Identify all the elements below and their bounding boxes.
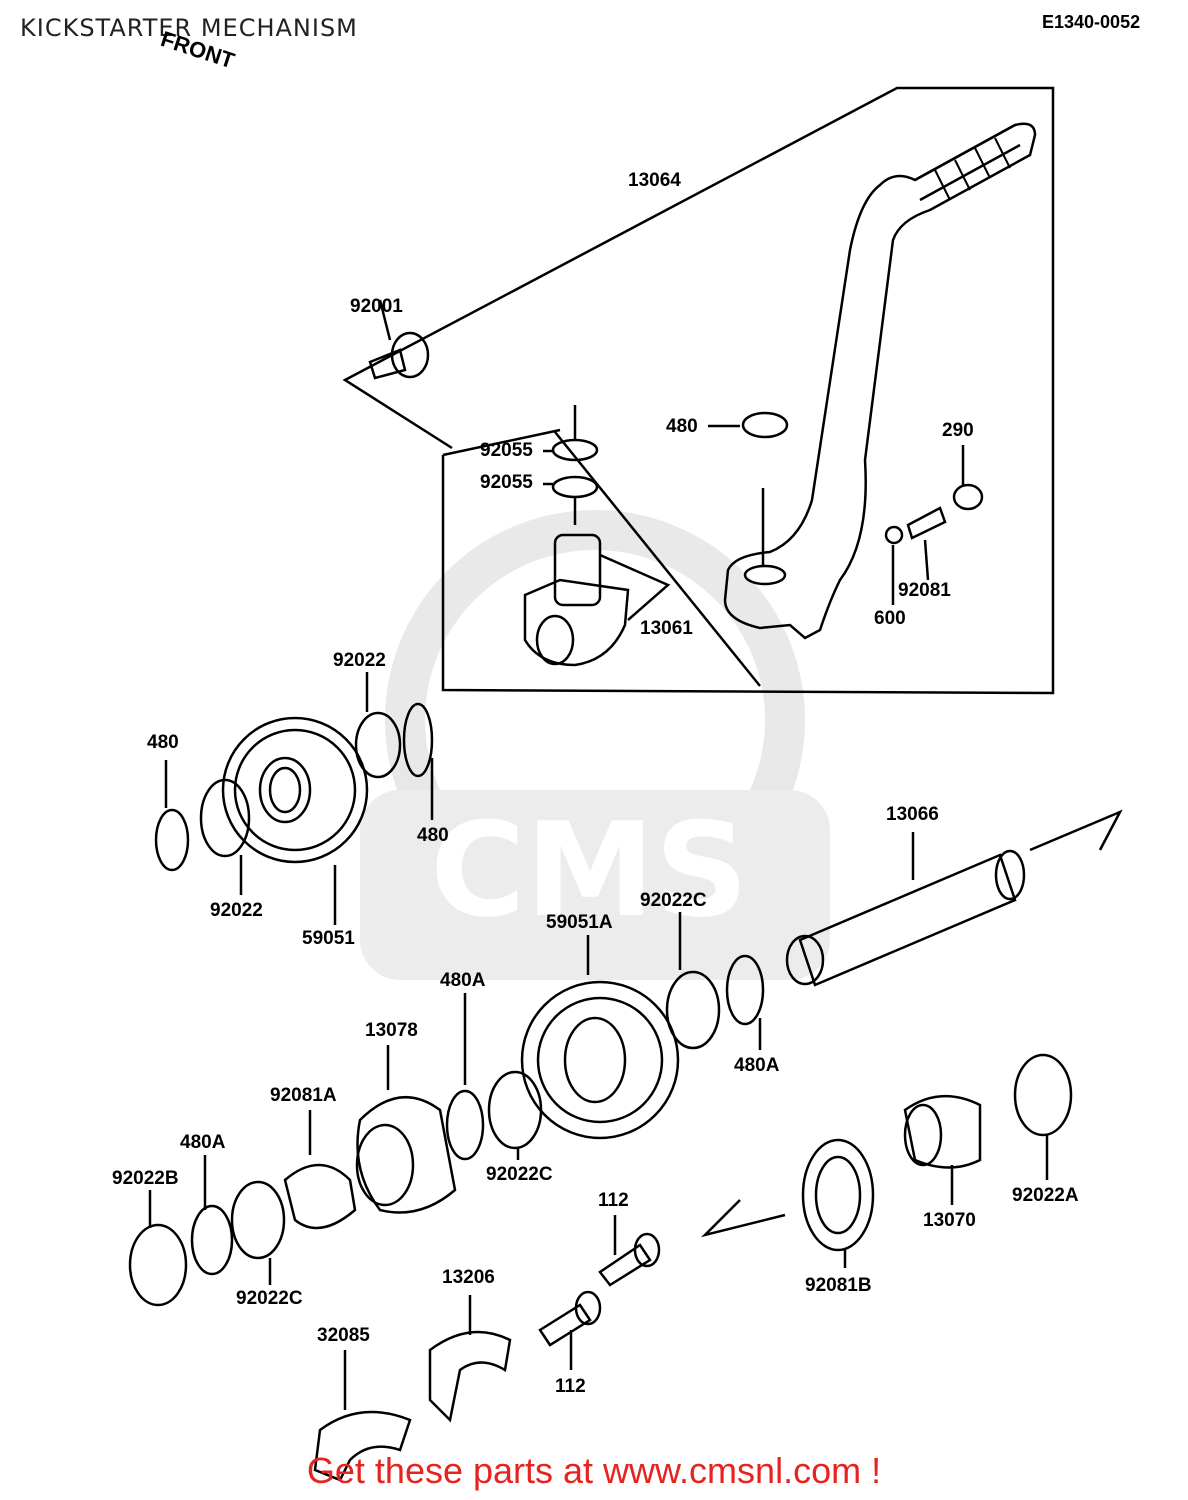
part-label-13070[interactable]: 13070 xyxy=(923,1210,976,1231)
gear-59051 xyxy=(221,716,369,925)
part-label-92055-lower[interactable]: 92055 xyxy=(480,472,533,493)
guide-13206 xyxy=(428,1295,512,1423)
gear-59051A xyxy=(520,935,680,1140)
part-label-480A-upper[interactable]: 480A xyxy=(734,1055,780,1076)
washer-92022B xyxy=(128,1223,188,1307)
washer-92022C-lower xyxy=(230,1180,286,1260)
circlip-480-mid xyxy=(402,702,434,778)
cms-watermark: CMS xyxy=(360,510,830,980)
part-label-480A-mid[interactable]: 480A xyxy=(440,970,486,991)
part-label-92001[interactable]: 92001 xyxy=(350,296,403,317)
part-label-92022C-mid[interactable]: 92022C xyxy=(486,1164,553,1185)
ball-600 xyxy=(884,525,904,545)
part-label-13066[interactable]: 13066 xyxy=(886,804,939,825)
bolt-92001 xyxy=(368,299,430,380)
part-label-290[interactable]: 290 xyxy=(942,420,974,441)
part-label-59051A[interactable]: 59051A xyxy=(546,912,613,933)
assembly-outline xyxy=(342,86,1055,695)
promo-link[interactable]: Get these parts at www.cmsnl.com ! xyxy=(306,1450,882,1491)
part-label-112-upper[interactable]: 112 xyxy=(598,1190,629,1211)
part-label-92081A[interactable]: 92081A xyxy=(270,1085,337,1106)
washer-92022C-mid xyxy=(487,1070,543,1150)
circlip-480A-mid xyxy=(445,1089,485,1161)
circlip-480-left xyxy=(154,808,190,872)
kick-shaft-13061 xyxy=(523,533,671,667)
part-label-480-top[interactable]: 480 xyxy=(666,416,698,437)
kick-shaft-13066 xyxy=(785,809,1123,987)
part-label-59051[interactable]: 59051 xyxy=(302,928,355,949)
spring-92081A xyxy=(283,1110,357,1230)
part-label-92081B[interactable]: 92081B xyxy=(805,1275,872,1296)
circlip-480A-upper xyxy=(725,954,765,1026)
circlip-480-top xyxy=(741,411,789,439)
washer-92022-top xyxy=(354,711,402,779)
part-label-92022B[interactable]: 92022B xyxy=(112,1168,179,1189)
ratchet-13078 xyxy=(355,1045,457,1214)
washer-92022-left xyxy=(199,778,251,858)
part-label-112-lower[interactable]: 112 xyxy=(555,1376,586,1397)
part-label-13078[interactable]: 13078 xyxy=(365,1020,418,1041)
bolt-112-upper xyxy=(598,1215,661,1287)
bolt-112-lower xyxy=(538,1290,602,1370)
part-label-92055-upper[interactable]: 92055 xyxy=(480,440,533,461)
part-label-480-mid[interactable]: 480 xyxy=(417,825,449,846)
diagram-title: KICKSTARTER MECHANISM xyxy=(20,14,358,42)
part-label-480-left[interactable]: 480 xyxy=(147,732,179,753)
part-label-600[interactable]: 600 xyxy=(874,608,906,629)
circlip-480A-lower xyxy=(190,1204,234,1276)
svg-text:CMS: CMS xyxy=(430,794,748,946)
part-label-92022-left[interactable]: 92022 xyxy=(210,900,263,921)
part-label-92081[interactable]: 92081 xyxy=(898,580,951,601)
cap-290 xyxy=(952,483,984,511)
part-label-13064[interactable]: 13064 xyxy=(628,170,681,191)
part-label-92022-top[interactable]: 92022 xyxy=(333,650,386,671)
part-label-13061[interactable]: 13061 xyxy=(640,618,693,639)
o-ring-92055-lower xyxy=(551,475,599,499)
part-label-13206[interactable]: 13206 xyxy=(442,1267,495,1288)
part-label-92022C-lower[interactable]: 92022C xyxy=(236,1288,303,1309)
part-label-92022A[interactable]: 92022A xyxy=(1012,1185,1079,1206)
stopper-32085 xyxy=(313,1350,412,1482)
part-label-32085[interactable]: 32085 xyxy=(317,1325,370,1346)
diagram-code: E1340-0052 xyxy=(1042,12,1141,32)
part-label-92022C-upper[interactable]: 92022C xyxy=(640,890,707,911)
spring-92081B xyxy=(700,1138,875,1268)
collar-13070 xyxy=(903,1094,982,1205)
washer-92022C-upper xyxy=(665,970,721,1050)
kick-lever-13064 xyxy=(723,122,1037,640)
part-label-480A-lower[interactable]: 480A xyxy=(180,1132,226,1153)
spring-92081 xyxy=(906,506,947,540)
detent-parts xyxy=(884,445,984,605)
washer-92022A xyxy=(1013,1053,1073,1137)
